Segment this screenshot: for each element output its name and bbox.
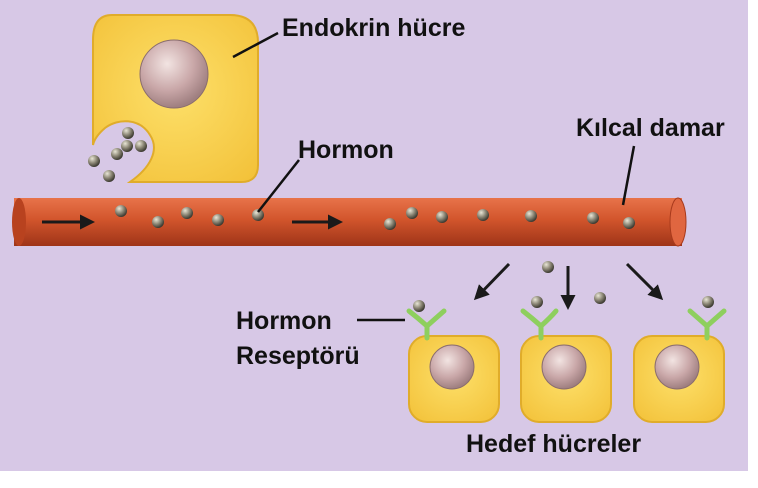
hormone-particle: [121, 140, 133, 152]
bound-hormone: [702, 296, 714, 308]
hormone-particle: [181, 207, 193, 219]
target-cell: [633, 335, 725, 423]
hormone-particle: [406, 207, 418, 219]
hormone-particle: [212, 214, 224, 226]
target-cell: [520, 335, 612, 423]
capillary-label: Kılcal damar: [576, 114, 725, 142]
endocrine-nucleus: [139, 39, 209, 109]
diffusion-arrow-icon: [625, 262, 664, 301]
hormone-particle: [252, 209, 264, 221]
vessel-hormones: [115, 205, 635, 230]
receptor-label-line2: Reseptörü: [236, 342, 360, 370]
bound-hormone: [413, 300, 425, 312]
hormone-particle: [436, 211, 448, 223]
leader-line: [621, 145, 636, 206]
hormone-particle: [594, 292, 606, 304]
hormone-particle: [542, 261, 554, 273]
leader-line: [257, 159, 300, 213]
hormone-particle: [152, 216, 164, 228]
receptor-icon: [520, 308, 559, 341]
receptor-icon: [687, 308, 727, 341]
right-margin: [748, 0, 758, 483]
hormone-particle: [525, 210, 537, 222]
leader-line: [232, 31, 279, 59]
hormone-particle: [477, 209, 489, 221]
hormone-label: Hormon: [298, 136, 394, 164]
hormone-particle: [115, 205, 127, 217]
capillary-vessel: [12, 197, 687, 247]
hormone-particle: [135, 140, 147, 152]
hormone-particle: [103, 170, 115, 182]
target-cells-label: Hedef hücreler: [466, 430, 641, 458]
bound-hormone: [531, 296, 543, 308]
hormone-particle: [111, 148, 123, 160]
receptor-label-line1: Hormon: [236, 307, 332, 335]
hormone-particle: [88, 155, 100, 167]
hormone-particle: [122, 127, 134, 139]
hormone-particle: [623, 217, 635, 229]
target-cell: [408, 335, 500, 423]
diffusion-arrow-icon: [473, 262, 511, 301]
bottom-margin: [0, 471, 758, 483]
receptor-icon: [406, 308, 447, 341]
endocrine-cell-label: Endokrin hücre: [282, 14, 465, 42]
hormone-particle: [587, 212, 599, 224]
hormone-particle: [384, 218, 396, 230]
secreted-hormones: [88, 127, 147, 182]
